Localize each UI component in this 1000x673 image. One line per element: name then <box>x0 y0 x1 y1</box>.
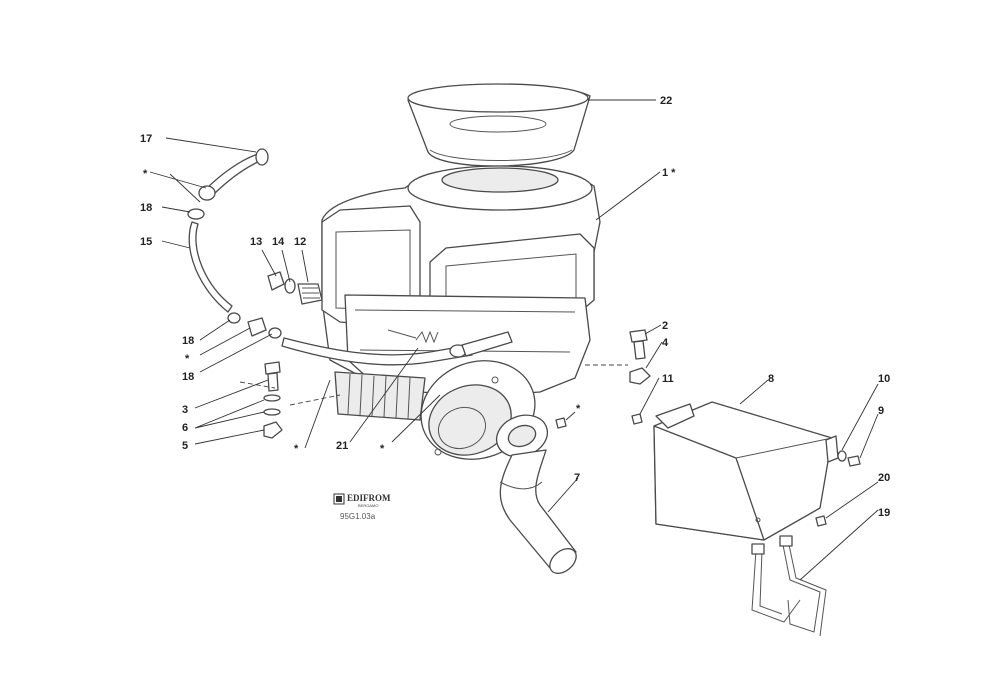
label-10: 10 <box>878 373 890 385</box>
label-22: 22 <box>660 95 672 107</box>
part-4-nut[interactable] <box>629 367 651 385</box>
part-21-spring[interactable] <box>387 329 439 344</box>
part-18-clamp-mid[interactable] <box>227 312 241 324</box>
logo-brand: EDIFROM <box>347 493 391 503</box>
fuel-line-tube[interactable] <box>281 331 513 366</box>
edifrom-logo-icon <box>333 493 345 505</box>
reference-lines <box>239 364 628 406</box>
edifrom-logo: EDIFROM BERGAMO 95G1.03a <box>333 493 391 521</box>
label-star-hose: * <box>143 168 148 180</box>
label-9: 9 <box>878 405 884 417</box>
label-21: 21 <box>336 440 348 452</box>
drawing-code: 95G1.03a <box>340 512 376 521</box>
label-18-low: 18 <box>182 371 194 383</box>
part-22-air-cleaner-cover[interactable] <box>407 83 591 167</box>
label-8: 8 <box>768 373 774 385</box>
callout-labels: 22 1 * 17 * 18 15 13 14 12 2 4 11 8 10 9… <box>140 95 890 519</box>
part-7-exhaust-pipe[interactable] <box>491 408 581 578</box>
part-5-nut[interactable] <box>263 421 283 439</box>
part-6-washers[interactable] <box>263 394 281 416</box>
label-star-center: * <box>380 443 385 455</box>
label-20: 20 <box>878 472 890 484</box>
label-star-mid: * <box>185 353 190 365</box>
part-13-nut[interactable] <box>267 271 285 291</box>
part-8-battery-cover[interactable] <box>653 401 839 541</box>
label-14: 14 <box>272 236 285 248</box>
label-18-top: 18 <box>140 202 152 214</box>
logo-sub: BERGAMO <box>358 503 378 508</box>
label-19: 19 <box>878 507 890 519</box>
fuel-filter[interactable] <box>198 185 216 201</box>
part-2-bolt[interactable] <box>629 329 648 360</box>
label-4: 4 <box>662 337 669 349</box>
part-12-spark-plug[interactable] <box>297 283 323 305</box>
label-star-left: * <box>294 443 299 455</box>
label-7: 7 <box>574 472 580 484</box>
label-2: 2 <box>662 320 668 332</box>
label-11: 11 <box>662 373 674 385</box>
leader-lines <box>149 99 879 581</box>
fuel-fitting[interactable] <box>247 317 267 337</box>
label-13: 13 <box>250 236 262 248</box>
part-10-washer[interactable] <box>837 450 847 462</box>
part-15-fuel-hose[interactable] <box>188 153 263 313</box>
label-17: 17 <box>140 133 152 145</box>
part-20-screw[interactable] <box>815 515 827 527</box>
label-1: 1 * <box>662 167 676 179</box>
label-3: 3 <box>182 404 188 416</box>
part-14-washer[interactable] <box>284 278 296 294</box>
label-15: 15 <box>140 236 152 248</box>
part-9-screw[interactable] <box>847 455 861 467</box>
part-18-clamp-top[interactable] <box>187 208 205 220</box>
part-11-screw[interactable] <box>631 413 643 425</box>
label-12: 12 <box>294 236 306 248</box>
part-18-clamp-low[interactable] <box>268 327 282 339</box>
label-6: 6 <box>182 422 188 434</box>
part-17-hose-clamp[interactable] <box>255 148 269 166</box>
label-18-mid: 18 <box>182 335 194 347</box>
small-bolt[interactable] <box>555 417 567 429</box>
part-19-strap[interactable] <box>751 535 827 637</box>
part-3-bolt[interactable] <box>264 361 281 392</box>
label-5: 5 <box>182 440 188 452</box>
label-star-bolt: * <box>576 403 581 415</box>
